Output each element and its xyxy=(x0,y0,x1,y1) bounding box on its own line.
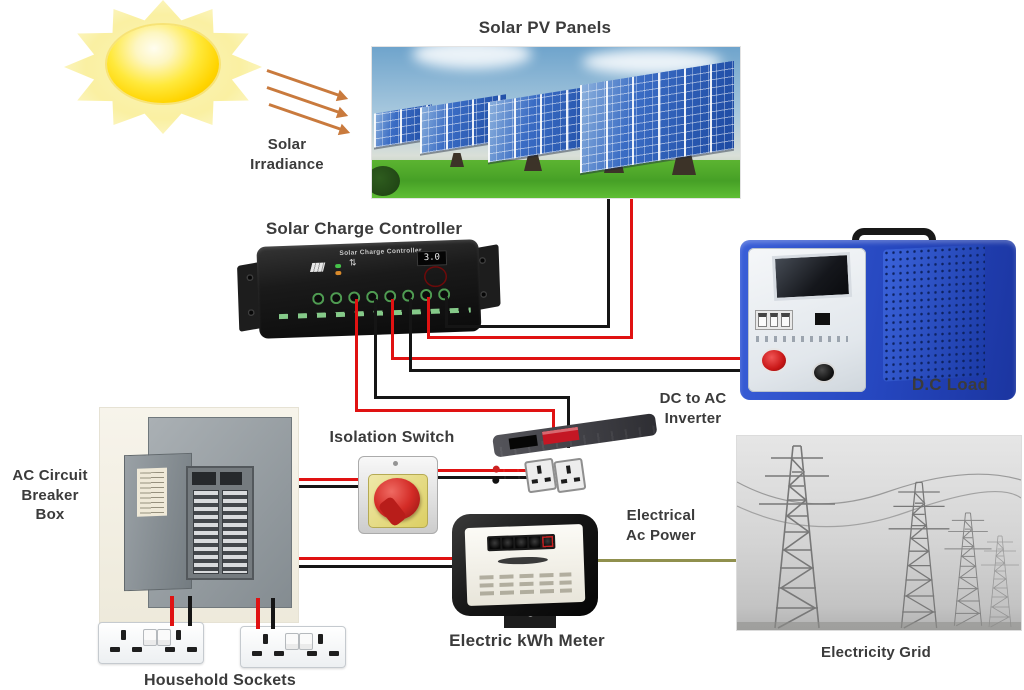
socket-switch xyxy=(299,633,313,650)
neutral-slot xyxy=(187,647,197,652)
electricity-grid-photo xyxy=(737,436,1021,630)
meter-disc xyxy=(497,556,548,565)
flow-arrows-icon: ⇅ xyxy=(348,257,357,268)
wire-load-positive xyxy=(391,357,776,360)
wire-inverter-negative xyxy=(374,299,377,399)
socket-switch xyxy=(143,629,157,646)
charge-led-icon xyxy=(335,263,342,269)
meter-markings xyxy=(479,580,572,588)
label-solar-irradiance: Solar Irradiance xyxy=(250,136,324,173)
wire-meter-live xyxy=(284,557,460,560)
wire-load-positive xyxy=(391,299,394,360)
wire-pv-positive xyxy=(427,336,633,339)
live-slot xyxy=(307,651,317,656)
bush xyxy=(372,166,400,196)
household-socket xyxy=(240,626,346,668)
socket-switch xyxy=(157,629,171,646)
wire-socket-live xyxy=(170,596,174,626)
wire-ac-live xyxy=(284,478,360,481)
household-socket xyxy=(98,622,204,664)
live-slot xyxy=(165,647,175,652)
label-electricity-grid: Electricity Grid xyxy=(821,644,931,661)
label-isolation-switch: Isolation Switch xyxy=(329,429,455,446)
earth-slot xyxy=(176,630,181,640)
cloud xyxy=(412,47,532,69)
wire-pv-positive xyxy=(630,197,633,339)
earth-slot xyxy=(263,634,268,644)
wire-ac-neutral xyxy=(284,485,360,488)
screw-icon xyxy=(393,461,398,466)
meter-face xyxy=(464,523,586,607)
door-label-sheet xyxy=(137,467,167,517)
breaker-column xyxy=(193,490,219,574)
label-solar-charge-controller: Solar Charge Controller xyxy=(265,219,463,238)
electric-kwh-meter-photo xyxy=(450,512,602,630)
breaker-column xyxy=(222,490,248,574)
vent-grille xyxy=(883,244,985,382)
earth-slot xyxy=(121,630,126,640)
wire-pv-negative xyxy=(445,325,610,328)
pv-panel-icon xyxy=(310,262,326,273)
positive-terminal xyxy=(762,350,786,371)
isolation-switch-photo xyxy=(356,452,440,534)
meter-markings xyxy=(479,572,572,580)
ac-circuit-breaker-box-photo xyxy=(100,408,298,622)
dc-load-photo xyxy=(740,226,1018,402)
wire-socket-neutral xyxy=(271,598,275,629)
ac-outlet xyxy=(553,457,587,494)
sun-icon xyxy=(107,25,219,103)
label-electrical-ac-power: Electrical Ac Power xyxy=(626,507,696,544)
label-electric-kwh-meter: Electric kWh Meter xyxy=(449,631,605,650)
meter-markings xyxy=(479,588,572,596)
wire-inverter-negative xyxy=(567,396,570,448)
load-screen xyxy=(771,251,853,302)
wire-meter-neutral xyxy=(284,565,456,568)
load-breakers xyxy=(755,310,793,330)
live-slot xyxy=(252,651,262,656)
meter-register xyxy=(486,533,556,552)
transmission-towers-icon xyxy=(737,445,1021,630)
socket-switch xyxy=(285,633,299,650)
earth-slot xyxy=(318,634,323,644)
neutral-slot xyxy=(329,651,339,656)
ac-outlet xyxy=(523,457,558,494)
wire-ac-live xyxy=(436,469,534,472)
wire-inverter-positive xyxy=(552,409,555,435)
load-markings xyxy=(756,336,848,342)
solar-pv-panels-photo xyxy=(372,47,740,198)
wire-socket-neutral xyxy=(188,596,192,626)
pv-array xyxy=(580,60,734,174)
load-switch xyxy=(815,313,830,325)
controller-display: 3.0 xyxy=(416,250,448,267)
breaker-interior xyxy=(186,466,254,580)
main-breaker xyxy=(192,472,216,485)
status-led-icon xyxy=(335,270,342,276)
wire-grid-ac-line xyxy=(584,559,738,562)
wire-inverter-positive xyxy=(355,409,555,412)
label-dc-to-ac-inverter: DC to AC Inverter xyxy=(659,390,727,427)
wire-load-negative xyxy=(409,299,412,372)
label-ac-circuit-breaker-box: AC Circuit Breaker Box xyxy=(12,467,88,523)
wire-load-negative xyxy=(409,369,829,372)
wire-inverter-positive xyxy=(355,299,358,412)
neutral-slot xyxy=(274,651,284,656)
label-dc-load: D.C Load xyxy=(911,375,989,394)
wire-pv-negative xyxy=(445,297,448,328)
wire-pv-positive xyxy=(427,297,430,339)
panel-stand xyxy=(450,153,464,167)
main-breaker xyxy=(220,472,242,485)
live-slot xyxy=(110,647,120,652)
wire-socket-live xyxy=(256,598,260,629)
wire-pv-negative xyxy=(607,197,610,328)
label-household-sockets: Household Sockets xyxy=(144,672,296,689)
wire-inverter-negative xyxy=(374,396,570,399)
panel-door xyxy=(124,452,192,592)
panel-stand xyxy=(524,153,542,171)
neutral-slot xyxy=(132,647,142,652)
negative-terminal xyxy=(814,364,834,381)
label-solar-pv-panels: Solar PV Panels xyxy=(478,18,612,37)
